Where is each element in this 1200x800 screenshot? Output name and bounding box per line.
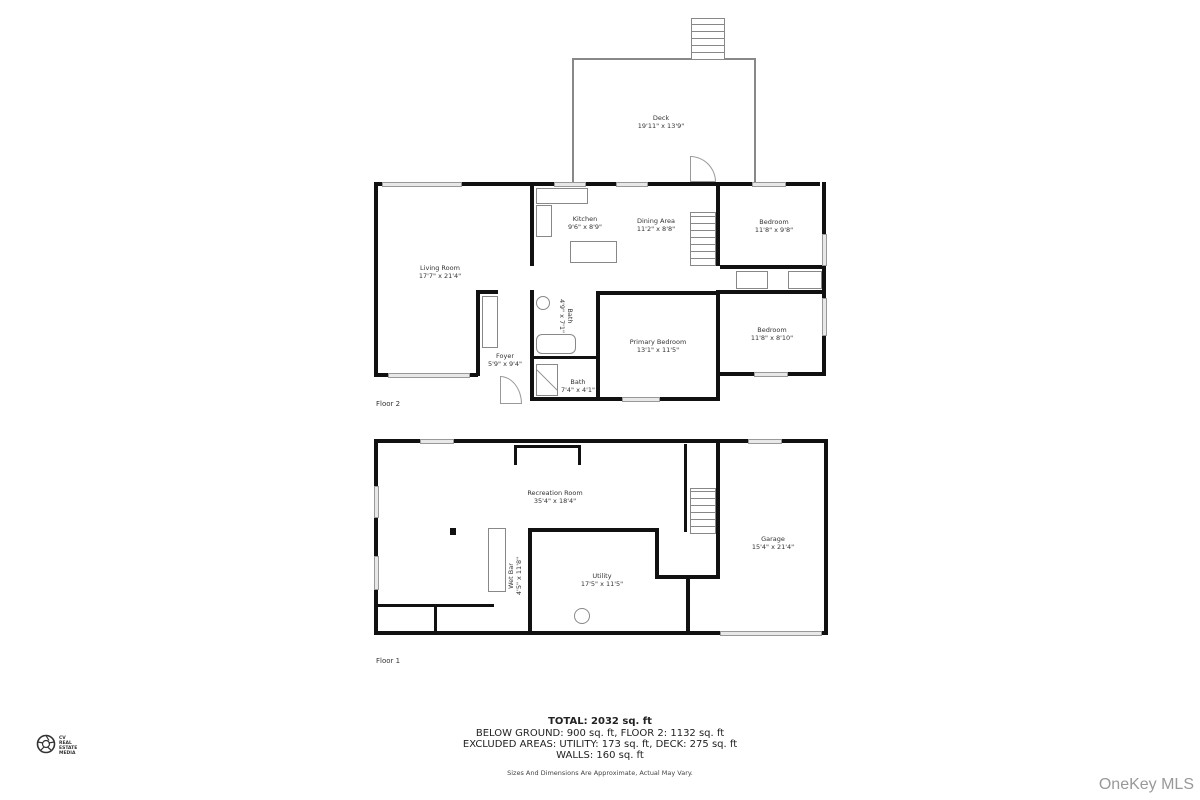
room-label-living-room: Living Room 17'7" x 21'4" [418, 264, 462, 280]
water-heater [574, 608, 590, 624]
window [374, 486, 379, 518]
window [622, 397, 660, 402]
door [500, 376, 522, 404]
floor-2-label: Floor 2 [376, 400, 401, 408]
room-label-bedroom-1: Bedroom 11'8" x 9'8" [754, 218, 794, 234]
room-label-utility: Utility 17'5" x 11'5" [580, 572, 624, 588]
window [616, 182, 648, 187]
wall [514, 445, 580, 448]
toilet [536, 296, 550, 310]
floor-1-label: Floor 1 [376, 657, 401, 665]
wall [596, 291, 600, 397]
wall [528, 528, 532, 634]
wall [716, 290, 720, 400]
onekey-mls-watermark: OneKey MLS [1098, 776, 1194, 793]
window [382, 182, 462, 187]
wall [720, 290, 824, 294]
excluded-areas: EXCLUDED AREAS: UTILITY: 173 sq. ft, DEC… [462, 739, 738, 750]
cv-real-estate-media-logo: CV REAL ESTATE MEDIA [36, 734, 77, 758]
wall [374, 439, 378, 635]
room-label-bedroom-2: Bedroom 11'8" x 8'10" [750, 326, 794, 342]
bathtub [536, 334, 576, 354]
wall [716, 439, 720, 579]
wall [655, 575, 719, 579]
kitchen-counter [536, 205, 552, 237]
kitchen-counter [570, 241, 617, 263]
window [752, 182, 786, 187]
wall [824, 439, 828, 635]
wall [530, 182, 534, 266]
basement-stairs [690, 488, 716, 534]
walls-area: WALLS: 160 sq. ft [556, 750, 644, 761]
shower [536, 364, 558, 396]
room-label-bath-1: Bath 4'9" x 7'1" [558, 298, 574, 334]
room-label-foyer: Foyer 5'9" x 9'4" [487, 352, 523, 368]
window [822, 234, 827, 266]
wall [655, 528, 659, 578]
deck-stairs [691, 18, 725, 60]
room-label-kitchen: Kitchen 9'6" x 8'9" [567, 215, 603, 231]
wet-bar-counter [488, 528, 506, 592]
wall [514, 445, 517, 465]
camera-aperture-icon [36, 734, 56, 758]
area-breakdown: BELOW GROUND: 900 sq. ft, FLOOR 2: 1132 … [475, 728, 725, 739]
closet [736, 271, 768, 289]
wall [434, 604, 437, 634]
wall [476, 290, 480, 376]
kitchen-counter [536, 188, 588, 204]
wall [374, 182, 378, 376]
wall [530, 182, 820, 186]
area-summary: TOTAL: 2032 sq. ft BELOW GROUND: 900 sq.… [0, 716, 1200, 777]
room-label-primary-bedroom: Primary Bedroom 13'1" x 11'5" [629, 338, 687, 354]
deck-outline [572, 58, 756, 186]
wall [720, 265, 824, 269]
logo-text: CV REAL ESTATE MEDIA [59, 736, 78, 756]
window [420, 439, 454, 444]
closet [788, 271, 822, 289]
disclaimer: Sizes And Dimensions Are Approximate, Ac… [507, 769, 693, 777]
wall [530, 290, 534, 400]
wall [530, 528, 658, 532]
wall [716, 182, 720, 266]
room-label-recreation-room: Recreation Room 35'4" x 18'4" [527, 489, 583, 505]
wall [596, 291, 720, 295]
window [748, 439, 782, 444]
window [720, 631, 822, 636]
wall [476, 290, 498, 294]
window [388, 373, 470, 378]
room-label-garage: Garage 15'4" x 21'4" [751, 535, 795, 551]
room-label-wet-bar: Wet Bar 4'5" x 11'8" [507, 556, 523, 596]
window [754, 372, 788, 377]
window [374, 556, 379, 590]
room-label-dining-area: Dining Area 11'2" x 8'8" [636, 217, 676, 233]
wall [374, 439, 828, 443]
wall [578, 445, 581, 465]
interior-stairs [690, 212, 716, 266]
wall [822, 182, 826, 376]
wall [374, 631, 828, 635]
column [450, 528, 456, 535]
room-label-deck: Deck 19'11" x 13'9" [637, 114, 685, 130]
wall [684, 444, 687, 532]
wall [686, 578, 690, 634]
total-area: TOTAL: 2032 sq. ft [548, 716, 652, 727]
window [554, 182, 586, 187]
room-label-bath-2: Bath 7'4" x 4'1" [560, 378, 596, 394]
wall [530, 356, 598, 359]
window [822, 298, 827, 336]
closet [482, 296, 498, 348]
